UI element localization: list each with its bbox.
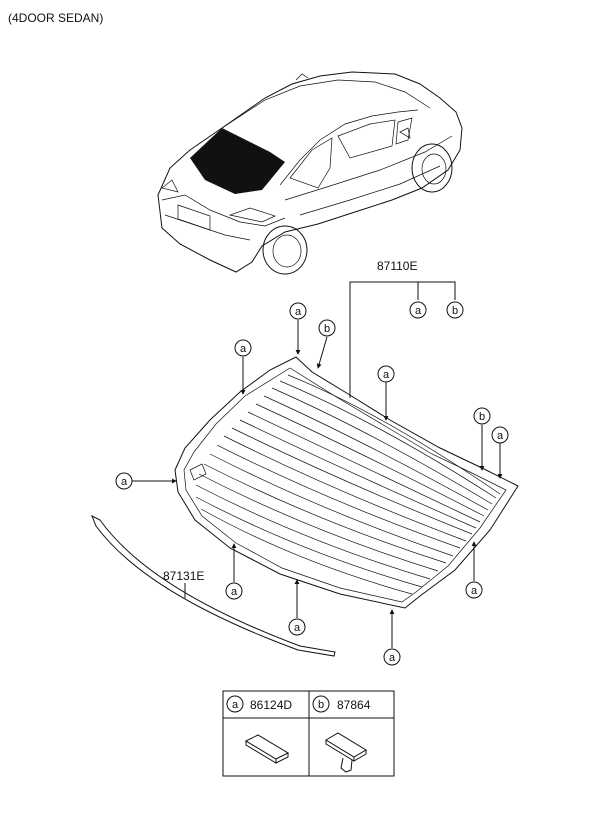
defroster-grid-lines xyxy=(195,374,501,595)
svg-text:b: b xyxy=(324,323,330,335)
callout-a-9: a xyxy=(383,648,401,666)
legend-table: a 86124D b 87864 xyxy=(222,690,395,777)
svg-text:a: a xyxy=(389,652,396,664)
callout-a-7: a xyxy=(225,582,243,600)
legend-part-87864: 87864 xyxy=(337,698,371,712)
callout-leader-lines xyxy=(132,320,503,648)
svg-text:a: a xyxy=(231,586,238,598)
callout-a-3: a xyxy=(234,339,252,357)
clip-illustration xyxy=(325,732,367,773)
callout-b-3: b xyxy=(473,407,491,425)
callout-b-1: b xyxy=(446,301,464,319)
callout-a-1: a xyxy=(409,301,427,319)
rear-glass-assembly xyxy=(174,356,519,609)
svg-text:a: a xyxy=(121,476,128,488)
callout-a-10: a xyxy=(465,581,483,599)
callout-a-2: a xyxy=(289,302,307,320)
svg-text:a: a xyxy=(294,622,301,634)
part-label-87110E: 87110E xyxy=(377,259,417,273)
svg-text:a: a xyxy=(471,585,478,597)
svg-text:b: b xyxy=(479,411,485,423)
svg-text:a: a xyxy=(415,305,422,317)
moulding-strip xyxy=(91,514,336,657)
part-label-87110E-group: 87110E xyxy=(349,259,456,398)
callout-b-2: b xyxy=(318,319,336,337)
legend-letter-b: b xyxy=(312,695,330,713)
callout-a-8: a xyxy=(288,618,306,636)
adhesive-pad-illustration xyxy=(244,734,290,764)
callout-a-5: a xyxy=(491,426,509,444)
svg-text:a: a xyxy=(383,369,390,381)
svg-text:a: a xyxy=(232,699,239,711)
part-label-87131E: 87131E xyxy=(163,569,204,583)
svg-text:a: a xyxy=(240,343,247,355)
svg-text:b: b xyxy=(318,699,324,711)
legend-letter-a: a xyxy=(226,695,244,713)
rear-window-highlight xyxy=(190,128,285,194)
svg-text:a: a xyxy=(295,306,302,318)
svg-text:b: b xyxy=(452,305,458,317)
legend-part-86124D: 86124D xyxy=(250,698,292,712)
variant-title: (4DOOR SEDAN) xyxy=(8,11,103,25)
callout-a-6: a xyxy=(115,472,133,490)
callout-a-4: a xyxy=(377,365,395,383)
sedan-car-illustration xyxy=(157,71,463,275)
part-label-87131E-group: 87131E xyxy=(163,569,204,598)
svg-text:a: a xyxy=(497,430,504,442)
